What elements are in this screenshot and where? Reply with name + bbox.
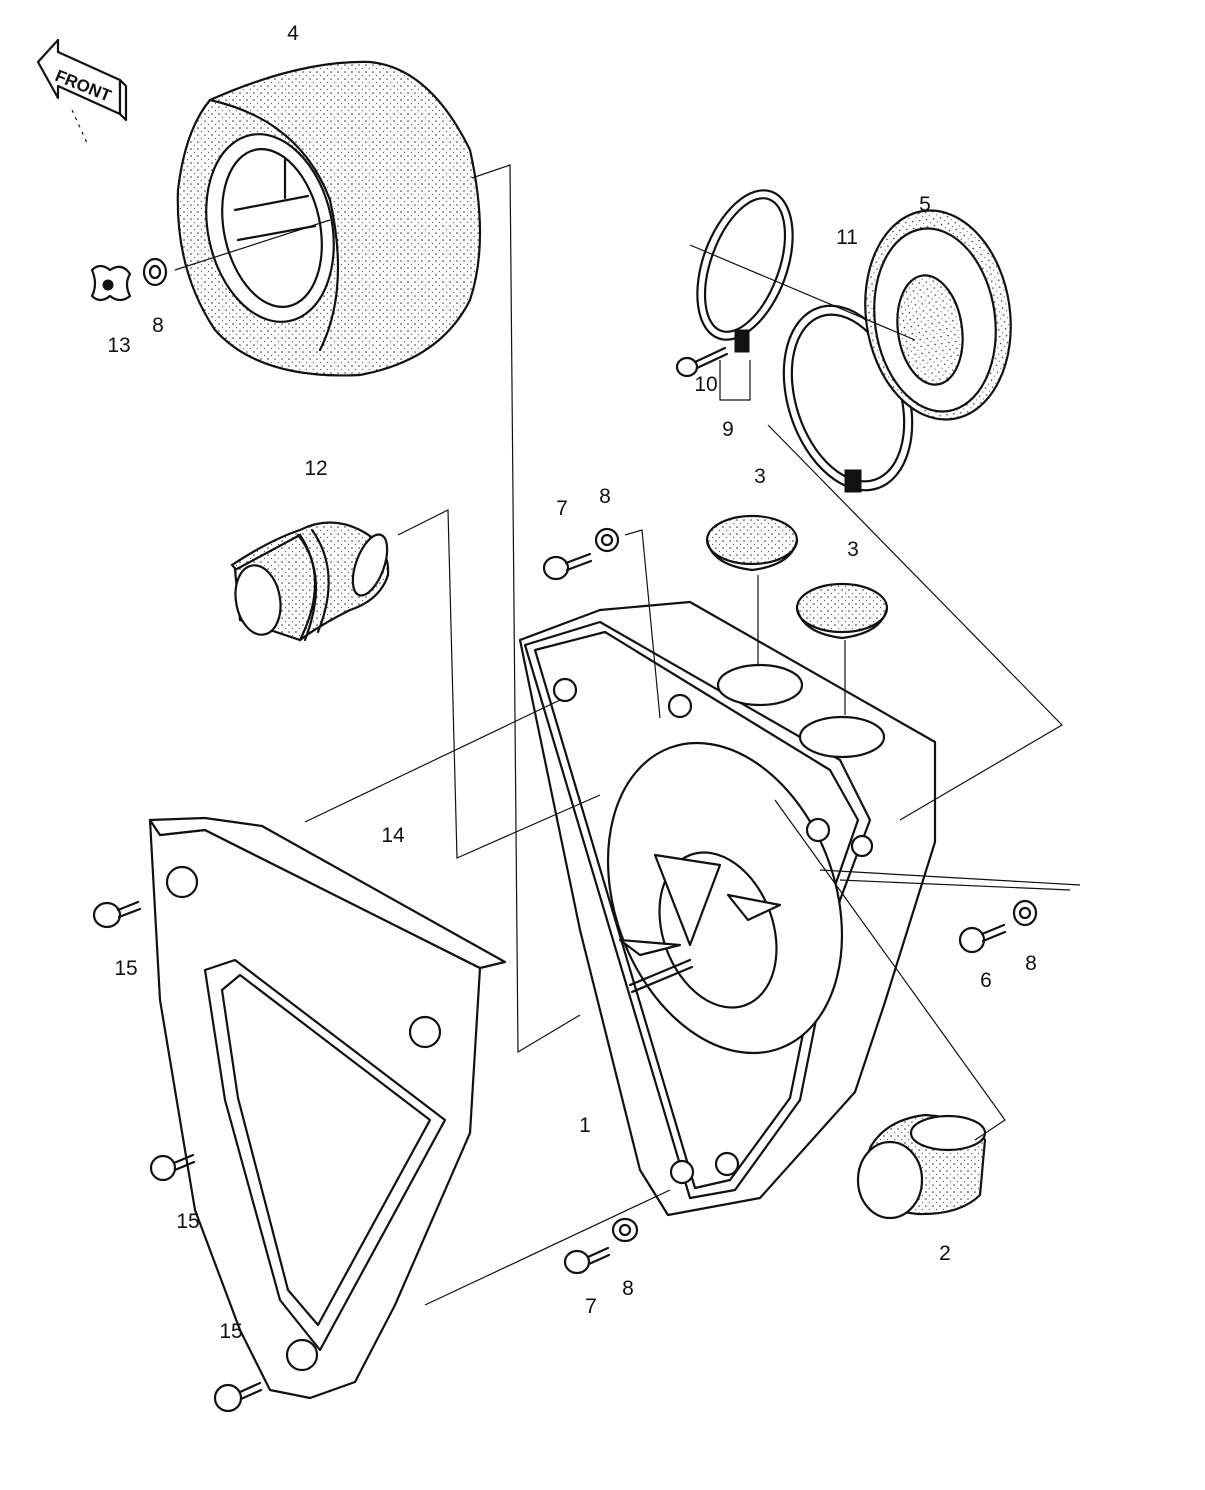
callout: 4 — [287, 22, 299, 45]
intake-duct — [230, 521, 390, 642]
screw — [213, 1381, 263, 1413]
screw — [542, 552, 593, 581]
callout: 6 — [980, 969, 992, 992]
rubber-plug — [705, 514, 799, 572]
air-cleaner-cap — [864, 209, 1012, 421]
callout: 8 — [622, 1277, 634, 1300]
wing-nut — [90, 264, 132, 302]
callout: 8 — [599, 485, 611, 508]
callout: 2 — [939, 1242, 951, 1265]
washer — [611, 1217, 639, 1243]
side-cover — [148, 816, 507, 1400]
callout: 13 — [107, 334, 130, 357]
duct-sleeve — [856, 1113, 987, 1220]
callout: 3 — [847, 538, 859, 561]
callout-labels: 1 2 3 3 4 5 6 7 7 8 8 8 8 9 10 11 12 13 … — [107, 22, 1037, 1343]
callout: 15 — [219, 1320, 242, 1343]
screw — [675, 346, 729, 378]
callout: 11 — [836, 226, 858, 249]
callout: 15 — [176, 1210, 199, 1233]
screw — [92, 900, 142, 929]
callout: 12 — [304, 457, 327, 480]
hose-clamp-small — [696, 189, 794, 353]
washer — [594, 527, 620, 553]
callout: 8 — [1025, 952, 1037, 975]
callout: 10 — [694, 373, 717, 396]
callout: 5 — [919, 193, 931, 216]
callout: 8 — [152, 314, 164, 337]
callout: 14 — [381, 824, 405, 847]
callout: 1 — [579, 1114, 591, 1137]
washer — [1012, 899, 1038, 927]
rubber-plug — [795, 582, 889, 640]
screw — [958, 923, 1007, 954]
callout: 3 — [754, 465, 766, 488]
screw — [563, 1246, 611, 1275]
air-filter-element — [174, 60, 482, 377]
callout: 9 — [722, 418, 734, 441]
callout: 15 — [114, 957, 137, 980]
callout: 7 — [585, 1295, 597, 1318]
screw — [149, 1153, 196, 1182]
air-cleaner-housing — [518, 600, 937, 1217]
assembly-lines — [304, 164, 1081, 1306]
washer — [142, 257, 168, 287]
callout: 7 — [556, 497, 568, 520]
front-arrow-icon: FRONT — [36, 38, 128, 146]
